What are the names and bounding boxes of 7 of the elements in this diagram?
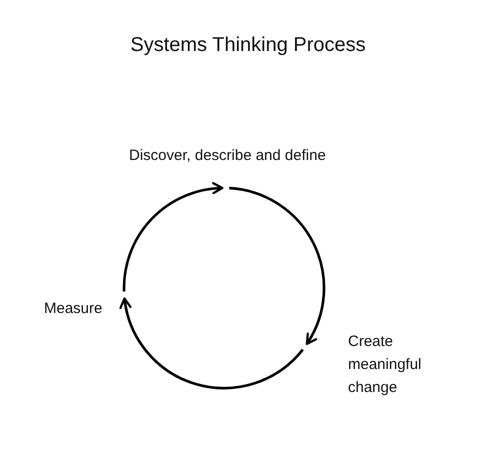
curved-arrow (122, 182, 224, 292)
curved-arrow (229, 186, 326, 345)
step-label: Create meaningful change (348, 330, 448, 399)
diagram-title: Systems Thinking Process (129, 34, 367, 57)
step-label: Discover, describe and define (129, 144, 326, 167)
step-label: Measure (44, 297, 102, 320)
curved-arrow (120, 297, 304, 390)
